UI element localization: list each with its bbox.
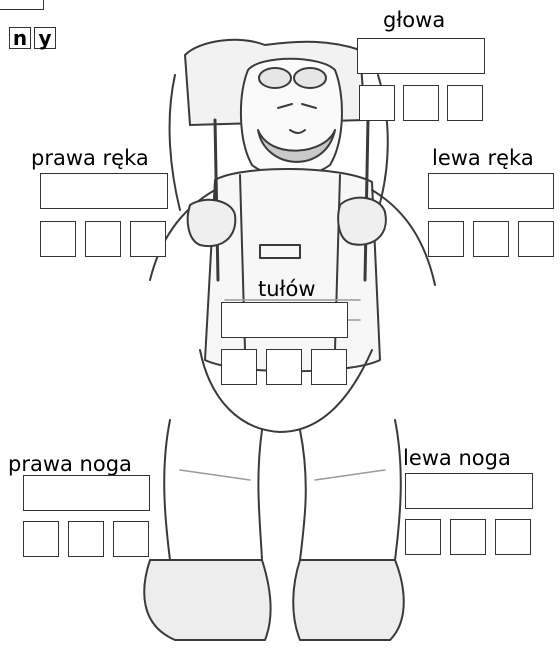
input-lewa-noga[interactable] xyxy=(405,473,533,509)
letter-box-lewa-reka-3[interactable] xyxy=(518,221,554,257)
top-left-empty-box xyxy=(0,0,44,10)
input-prawa-reka[interactable] xyxy=(40,173,168,209)
letter-box-prawa-noga-3[interactable] xyxy=(113,521,149,557)
letter-box-glowa-3[interactable] xyxy=(447,85,483,121)
letter-box-lewa-noga-2[interactable] xyxy=(450,519,486,555)
letter-tile-y[interactable]: y xyxy=(34,27,56,49)
letter-box-glowa-2[interactable] xyxy=(403,85,439,121)
label-prawa-reka: prawa ręka xyxy=(31,148,149,169)
input-prawa-noga[interactable] xyxy=(23,475,150,511)
label-prawa-noga: prawa noga xyxy=(8,454,132,475)
letter-box-prawa-reka-3[interactable] xyxy=(130,221,166,257)
letter-box-lewa-reka-1[interactable] xyxy=(428,221,464,257)
letter-box-tulow-3[interactable] xyxy=(311,349,347,385)
label-tulow: tułów xyxy=(258,279,316,300)
letter-box-lewa-noga-3[interactable] xyxy=(495,519,531,555)
letter-box-lewa-noga-1[interactable] xyxy=(405,519,441,555)
input-lewa-reka[interactable] xyxy=(428,173,554,209)
letter-box-prawa-reka-1[interactable] xyxy=(40,221,76,257)
letter-tile-n[interactable]: n xyxy=(9,27,31,49)
label-lewa-reka: lewa ręka xyxy=(432,148,534,169)
letter-box-prawa-noga-2[interactable] xyxy=(68,521,104,557)
letter-box-prawa-noga-1[interactable] xyxy=(23,521,59,557)
label-lewa-noga: lewa noga xyxy=(403,448,511,469)
input-glowa[interactable] xyxy=(357,38,485,74)
letter-box-glowa-1[interactable] xyxy=(359,85,395,121)
letter-box-tulow-2[interactable] xyxy=(266,349,302,385)
input-tulow[interactable] xyxy=(221,302,348,338)
label-glowa: głowa xyxy=(383,10,445,31)
letter-box-prawa-reka-2[interactable] xyxy=(85,221,121,257)
letter-box-tulow-1[interactable] xyxy=(221,349,257,385)
letter-box-lewa-reka-2[interactable] xyxy=(473,221,509,257)
